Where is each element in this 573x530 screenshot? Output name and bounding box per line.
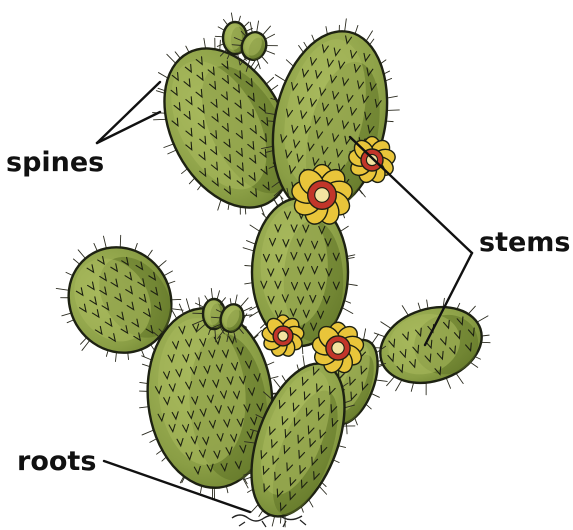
flower-stamen [278, 331, 288, 341]
pad-highlight [205, 301, 220, 326]
spines-leader-lines [97, 82, 160, 143]
roots-label: roots [17, 446, 96, 477]
pad-highlight [225, 24, 242, 50]
flower-stamen [332, 342, 344, 354]
ground-marks [232, 515, 306, 527]
cactus-pads [33, 6, 505, 530]
flower-stamen [315, 188, 330, 203]
stems-label: stems [479, 227, 571, 258]
spines-label: spines [6, 147, 104, 178]
flower-mid-left [261, 315, 305, 358]
pad-right [356, 281, 506, 409]
